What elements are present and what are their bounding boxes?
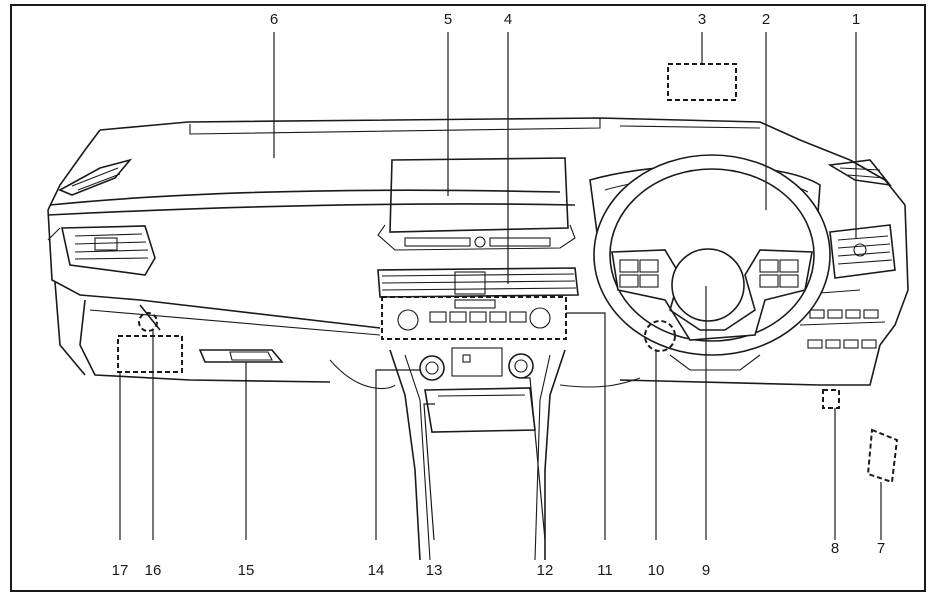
steering-wheel <box>593 154 831 371</box>
callout-7: 7 <box>877 540 885 557</box>
dashboard-diagram-frame <box>10 4 926 592</box>
callout-1: 1 <box>852 11 860 28</box>
callout-11: 11 <box>597 562 613 579</box>
callout-8: 8 <box>831 540 839 557</box>
center-display <box>377 157 576 251</box>
leader-lines <box>119 32 882 541</box>
callout-17: 17 <box>112 562 129 579</box>
callout-13: 13 <box>426 562 443 579</box>
callout-14: 14 <box>368 562 385 579</box>
callout-16: 16 <box>145 562 162 579</box>
callout-15: 15 <box>238 562 255 579</box>
callout-9: 9 <box>702 562 710 579</box>
callout-6: 6 <box>270 11 278 28</box>
callout-10: 10 <box>648 562 665 579</box>
locator-8 <box>822 389 840 409</box>
right-switch-row-top <box>809 309 879 319</box>
center-vents <box>377 267 579 298</box>
callout-2: 2 <box>762 11 770 28</box>
callout-12: 12 <box>537 562 554 579</box>
callout-3: 3 <box>698 11 706 28</box>
locator-17 <box>117 335 183 373</box>
glove-box-handle <box>198 349 284 363</box>
callout-4: 4 <box>504 11 512 28</box>
locator-7 <box>866 428 899 484</box>
climate-control-panel <box>381 296 567 340</box>
callout-5: 5 <box>444 11 452 28</box>
locator-10 <box>644 320 676 352</box>
locator-3 <box>667 63 737 101</box>
center-console <box>329 347 641 561</box>
locator-16 <box>138 312 158 332</box>
dashboard-outline <box>47 117 909 386</box>
callout-labels: 1 2 3 4 5 6 7 8 9 10 11 12 13 14 15 16 1… <box>112 11 886 579</box>
right-switch-row-bottom <box>807 339 877 349</box>
